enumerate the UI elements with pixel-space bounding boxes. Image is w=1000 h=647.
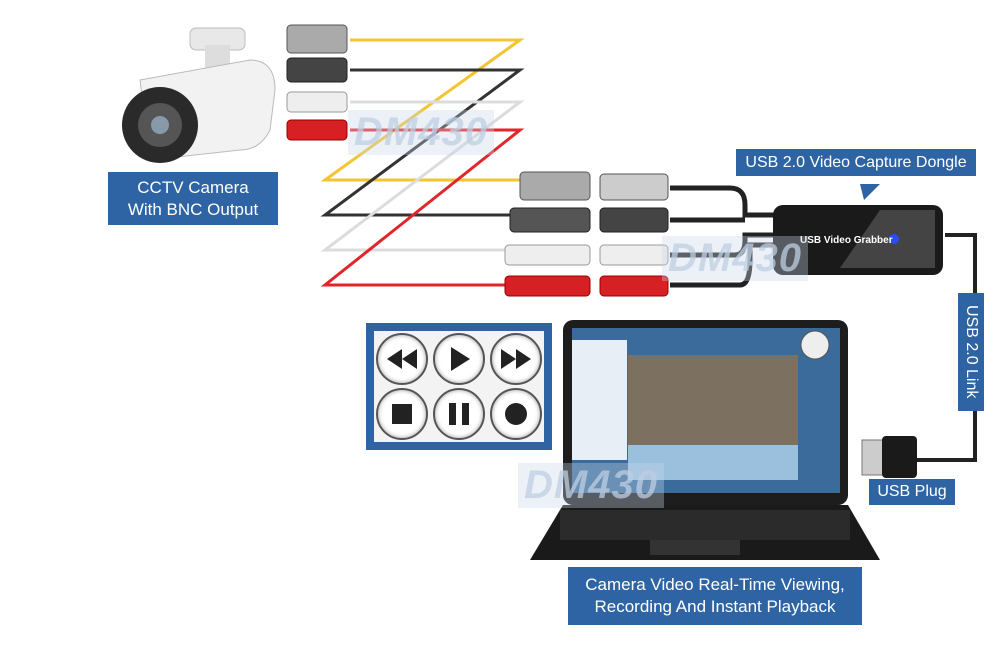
av-cables	[320, 38, 977, 462]
dongle-label: USB 2.0 Video Capture Dongle	[736, 149, 976, 176]
camera-label-line: With BNC Output	[127, 199, 259, 219]
watermark: DM430	[348, 110, 494, 155]
laptop-label: Camera Video Real-Time Viewing, Recordin…	[568, 567, 862, 625]
usb-link-label: USB 2.0 Link	[958, 293, 984, 411]
watermark: DM430	[518, 463, 664, 508]
cctv-camera	[122, 27, 276, 163]
watermark: DM430	[662, 236, 808, 281]
camera-label: CCTV Camera With BNC Output	[108, 172, 278, 225]
led-indicator	[889, 234, 899, 244]
dongle-connectors	[504, 171, 669, 297]
stop-icon	[376, 388, 429, 441]
rewind-icon	[376, 332, 429, 385]
camera-label-line: CCTV Camera	[137, 177, 249, 197]
playback-controls-panel	[366, 323, 552, 450]
laptop	[530, 320, 880, 560]
usb-video-grabber-dongle: USB Video Grabber	[773, 184, 943, 275]
play-icon	[432, 332, 485, 385]
fast-forward-icon	[489, 332, 542, 385]
usb-plug	[861, 436, 917, 478]
usb-plug-label: USB Plug	[869, 479, 955, 505]
laptop-label-line: Camera Video Real-Time Viewing,	[585, 575, 845, 594]
record-icon	[489, 388, 542, 441]
dongle-device-text: USB Video Grabber	[800, 235, 893, 246]
pause-icon	[432, 388, 485, 441]
camera-connectors	[286, 24, 348, 141]
laptop-label-line: Recording And Instant Playback	[594, 597, 836, 616]
